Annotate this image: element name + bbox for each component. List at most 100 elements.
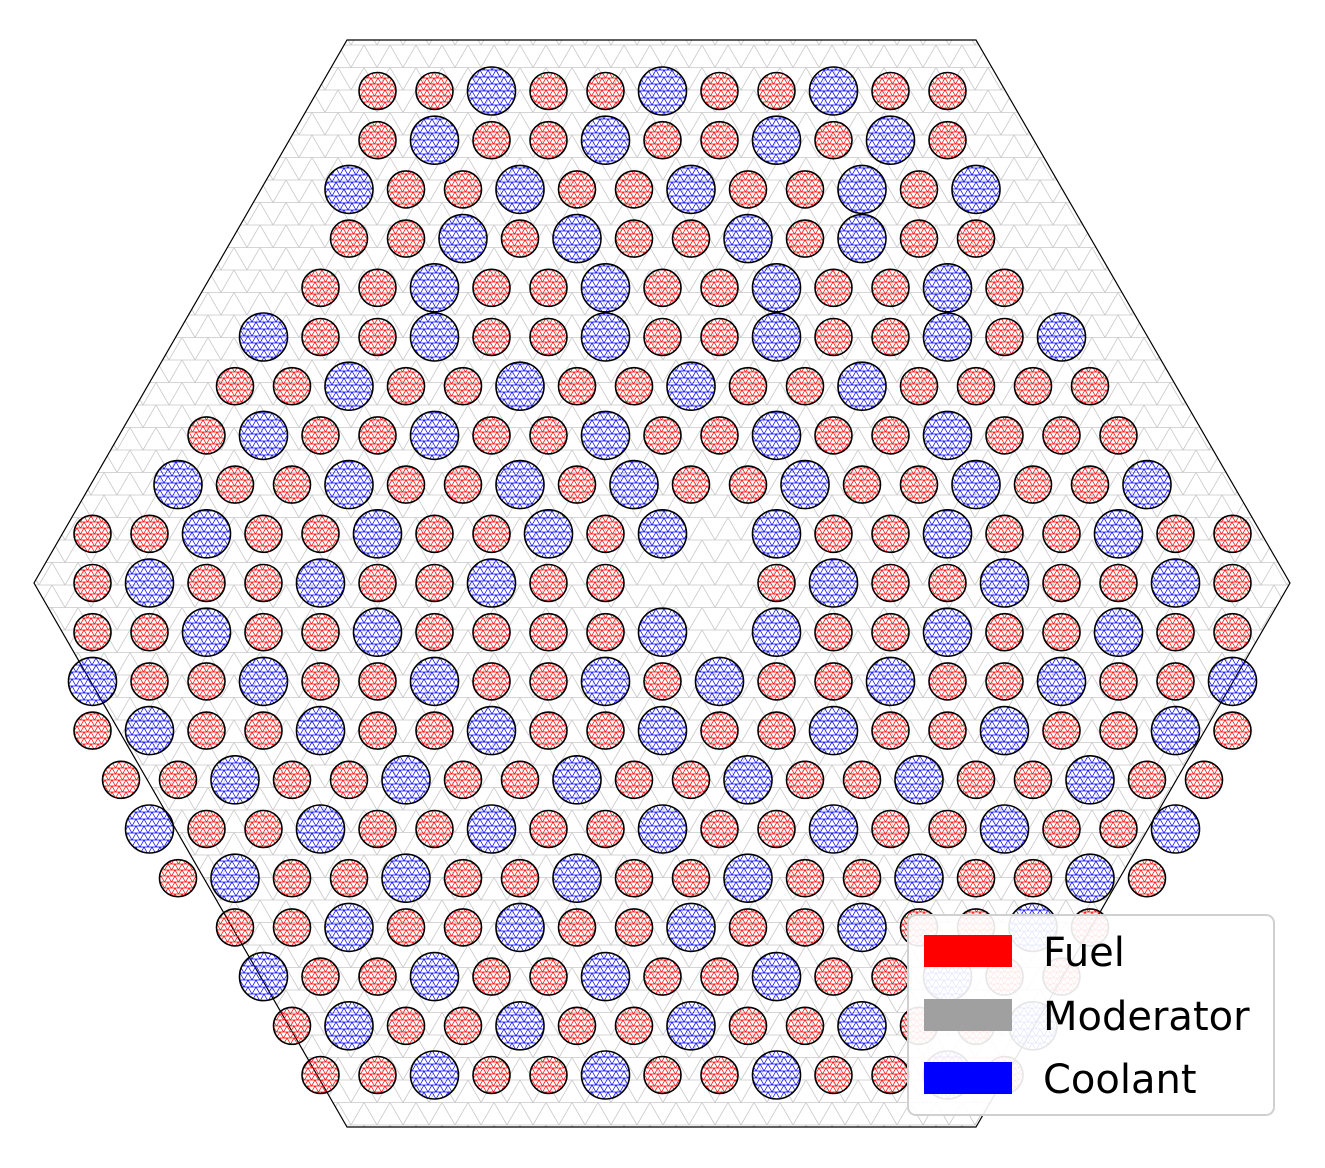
fuel-pin — [415, 71, 454, 111]
fuel-pin — [643, 120, 682, 160]
coolant-channel — [637, 705, 688, 756]
fuel-pin — [956, 366, 996, 406]
fuel-pin — [472, 957, 511, 996]
coolant-channel — [409, 115, 460, 165]
coolant-channel — [865, 115, 916, 165]
fuel-pin — [1213, 612, 1252, 652]
fuel-pin — [586, 711, 625, 750]
coolant-channel — [324, 1001, 374, 1051]
fuel-pin — [443, 366, 483, 406]
coolant-channel — [723, 754, 773, 805]
fuel-pin — [871, 71, 910, 111]
fuel-pin — [928, 711, 967, 750]
coolant-channel — [808, 66, 859, 116]
fuel-pin — [643, 957, 682, 996]
fuel-pin — [614, 1006, 654, 1046]
fuel-pin — [443, 170, 483, 209]
coolant-channel — [495, 1001, 545, 1051]
coolant-channel — [666, 361, 716, 412]
coolant-channel — [666, 902, 716, 953]
fuel-pin — [728, 170, 768, 209]
legend-label-moderator: Moderator — [1043, 994, 1250, 1040]
fuel-pin — [814, 514, 853, 554]
fuel-pin — [956, 760, 996, 800]
fuel-pin — [928, 662, 967, 701]
fuel-pin — [529, 268, 568, 308]
fuel-pin — [671, 465, 711, 504]
coolant-channel — [808, 705, 859, 756]
fuel-pin — [187, 809, 226, 849]
fuel-pin — [1184, 760, 1224, 800]
coolant-channel — [124, 558, 175, 608]
fuel-pin — [871, 711, 910, 750]
fuel-pin — [643, 1055, 682, 1095]
fuel-pin — [386, 219, 426, 258]
fuel-pin — [358, 416, 397, 455]
fuel-pin — [158, 760, 198, 800]
coolant-channel — [837, 361, 887, 412]
fuel-pin — [757, 71, 796, 111]
fuel-pin — [899, 366, 939, 406]
fuel-pin — [329, 760, 369, 800]
fuel-pin — [1042, 514, 1081, 554]
fuel-pin — [443, 908, 483, 947]
fuel-pin — [358, 268, 397, 308]
fuel-pin — [215, 908, 255, 947]
coolant-channel — [181, 607, 232, 658]
fuel-pin — [871, 957, 910, 996]
fuel-pin — [871, 563, 910, 603]
coolant-channel — [409, 262, 460, 313]
fuel-pin — [728, 366, 768, 406]
coolant-channel — [295, 804, 346, 854]
fuel-pin — [614, 170, 654, 209]
fuel-pin — [529, 662, 568, 701]
fuel-pin — [472, 416, 511, 455]
fuel-pin — [529, 120, 568, 160]
fuel-pin — [529, 1055, 568, 1095]
fuel-pin — [671, 219, 711, 258]
coolant-channel — [1207, 656, 1258, 707]
fuel-pin — [956, 219, 996, 258]
legend-label-coolant: Coolant — [1043, 1057, 1197, 1103]
fuel-pin — [415, 563, 454, 603]
fuel-pin — [785, 908, 825, 947]
coolant-channel — [466, 804, 517, 854]
fuel-pin — [1156, 514, 1195, 554]
legend-swatch-moderator — [924, 999, 1012, 1031]
coolant-channel — [324, 902, 374, 953]
fuel-pin — [985, 268, 1024, 308]
fuel-pin — [614, 366, 654, 406]
fuel-pin — [586, 563, 625, 603]
coolant-channel — [580, 262, 631, 313]
fuel-pin — [557, 908, 597, 947]
fuel-pin — [1099, 563, 1138, 603]
fuel-pin — [614, 219, 654, 258]
fuel-pin — [272, 1006, 312, 1046]
coolant-channel — [295, 558, 346, 608]
coolant-channel — [324, 459, 374, 510]
fuel-pin — [814, 120, 853, 160]
coolant-channel — [409, 1050, 460, 1100]
fuel-pin — [586, 809, 625, 849]
coolant-channel — [637, 804, 688, 854]
fuel-pin — [842, 760, 882, 800]
fuel-pin — [130, 612, 169, 652]
fuel-pin — [1156, 612, 1195, 652]
fuel-pin — [358, 957, 397, 996]
fuel-pin — [1099, 711, 1138, 750]
fuel-pin — [757, 809, 796, 849]
fuel-pin — [1042, 711, 1081, 750]
coolant-channel — [552, 754, 602, 805]
coolant-channel — [409, 656, 460, 707]
coolant-channel — [295, 705, 346, 756]
fuel-pin — [586, 514, 625, 554]
fuel-pin — [871, 268, 910, 308]
fuel-pin — [158, 858, 198, 898]
coolant-channel — [1122, 459, 1172, 510]
fuel-pin — [700, 120, 739, 160]
coolant-channel — [837, 902, 887, 953]
coolant-channel — [1036, 312, 1087, 362]
coolant-channel — [124, 804, 175, 854]
coolant-channel — [751, 115, 802, 165]
